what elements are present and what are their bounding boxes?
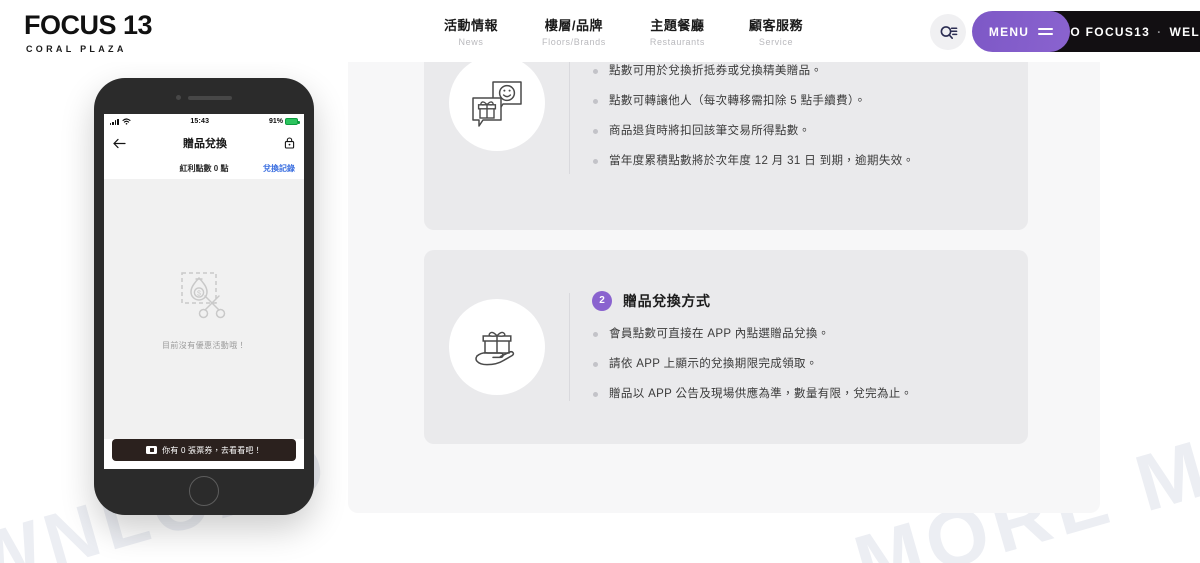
app-ticket-banner-text: 你有 0 張票券，去看看吧！ <box>162 445 262 455</box>
card-2-number-badge: 2 <box>592 290 612 311</box>
card-2-body: 2 贈品兌換方式 會員點數可直接在 APP 內點選贈品兌換。 請依 APP 上顯… <box>570 290 1028 404</box>
back-arrow-icon[interactable] <box>113 138 126 149</box>
phone-screen: 15:43 91% 贈品兌換 紅利點數 0 點 <box>104 114 304 469</box>
phone-mockup: 15:43 91% 贈品兌換 紅利點數 0 點 <box>94 78 314 515</box>
nav-item-floors-brands[interactable]: 樓層/品牌 Floors/Brands <box>542 17 606 47</box>
nav-item-news-label-zh: 活動情報 <box>444 18 499 33</box>
card-1-icon-column <box>424 0 570 230</box>
app-points-label: 紅利點數 0 點 <box>179 163 229 173</box>
app-top-bar: 贈品兌換 <box>104 129 304 157</box>
marquee-separator: · <box>1157 24 1163 39</box>
app-ticket-banner[interactable]: 你有 0 張票券，去看看吧！ <box>112 439 296 461</box>
list-item: 會員點數可直接在 APP 內點選贈品兌換。 <box>592 326 1002 343</box>
signal-icon <box>110 118 119 125</box>
menu-button-label: MENU <box>988 24 1030 39</box>
list-item: 請依 APP 上顯示的兌換期限完成領取。 <box>592 356 1002 373</box>
ticket-icon <box>146 446 158 454</box>
phone-speaker-group <box>176 95 232 100</box>
card-2-icon-circle <box>449 299 545 395</box>
battery-icon <box>285 118 300 125</box>
wifi-icon <box>122 118 131 125</box>
nav-item-service-label-zh: 顧客服務 <box>748 18 803 33</box>
main-navigation: 活動情報 News 樓層/品牌 Floors/Brands 主題餐廳 Resta… <box>444 17 803 47</box>
nav-item-restaurants-label-en: Restaurants <box>649 36 705 47</box>
app-points-row: 紅利點數 0 點 兌換記錄 <box>104 157 304 179</box>
app-empty-message: 目前沒有優惠活動哦！ <box>162 340 246 350</box>
phone-earpiece-icon <box>188 95 232 100</box>
info-card-gift-redemption: 2 贈品兌換方式 會員點數可直接在 APP 內點選贈品兌換。 請依 APP 上顯… <box>424 250 1028 444</box>
coupon-scissors-icon: $ <box>181 271 226 318</box>
hand-holding-gift-icon <box>475 331 515 366</box>
hamburger-icon <box>1038 28 1054 35</box>
menu-button[interactable]: MENU <box>972 11 1070 52</box>
battery-percent: 91% <box>268 118 283 125</box>
search-icon <box>940 25 957 39</box>
status-time: 15:43 <box>190 118 210 125</box>
nav-item-service-label-en: Service <box>758 36 794 47</box>
nav-item-service[interactable]: 顧客服務 Service <box>749 17 803 47</box>
site-header: FOCUS 13 CORAL PLAZA 活動情報 News 樓層/品牌 Flo… <box>0 0 1200 62</box>
marquee-text: TO FOCUS13 · WELCO <box>1062 25 1200 39</box>
marquee-segment-1: TO FOCUS13 <box>1062 24 1151 39</box>
app-page-title: 贈品兌換 <box>183 138 227 150</box>
phone-status-bar: 15:43 91% <box>104 114 304 129</box>
content-panel: 1 點數使用與轉移 點數可用於兌換折抵券或兌換精美贈品。 點數可轉讓他人（每次轉… <box>348 0 1100 513</box>
phone-home-button <box>189 476 219 506</box>
nav-item-news-label-en: News <box>458 36 484 47</box>
nav-item-floors-brands-label-en: Floors/Brands <box>542 36 606 47</box>
list-item: 贈品以 APP 公告及現場供應為準，數量有限，兌完為止。 <box>592 386 1002 403</box>
app-empty-state: $ 目前沒有優惠活動哦！ <box>104 179 304 439</box>
logo-subtitle: CORAL PLAZA <box>26 44 127 54</box>
app-history-link[interactable]: 兌換記錄 <box>263 163 295 173</box>
nav-item-floors-brands-label-zh: 樓層/品牌 <box>544 18 603 33</box>
card-1-icon-circle <box>449 55 545 151</box>
nav-item-news[interactable]: 活動情報 News <box>444 17 498 47</box>
card-2-bullet-list: 會員點數可直接在 APP 內點選贈品兌換。 請依 APP 上顯示的兌換期限完成領… <box>592 326 1002 404</box>
list-item: 當年度累積點數將於次年度 12 月 31 日 到期，逾期失效。 <box>592 153 1002 170</box>
logo-title: FOCUS 13 <box>24 10 153 40</box>
marquee-segment-2: WELCO <box>1169 24 1200 39</box>
svg-text:$: $ <box>197 290 201 297</box>
site-logo[interactable]: FOCUS 13 CORAL PLAZA <box>24 10 153 55</box>
list-item: 點數可轉讓他人（每次轉移需扣除 5 點手續費）。 <box>592 93 1002 110</box>
list-item: 點數可用於兌換折抵券或兌換精美贈品。 <box>592 63 1002 80</box>
chat-gift-smiley-icon <box>472 81 522 127</box>
nav-item-restaurants-label-zh: 主題餐廳 <box>650 18 705 33</box>
status-right-group: 91% <box>268 118 300 125</box>
phone-camera-icon <box>176 95 181 100</box>
nav-item-restaurants[interactable]: 主題餐廳 Restaurants <box>650 17 705 47</box>
lock-icon[interactable] <box>284 137 295 149</box>
card-1-bullet-list: 點數可用於兌換折抵券或兌換精美贈品。 點數可轉讓他人（每次轉移需扣除 5 點手續… <box>592 63 1002 171</box>
card-2-title: 贈品兌換方式 <box>623 292 711 309</box>
list-item: 商品退貨時將扣回該筆交易所得點數。 <box>592 123 1002 140</box>
card-2-header: 2 贈品兌換方式 <box>592 290 1002 311</box>
search-button[interactable] <box>930 14 966 50</box>
card-2-icon-column <box>424 250 570 444</box>
status-left-group <box>110 118 131 125</box>
